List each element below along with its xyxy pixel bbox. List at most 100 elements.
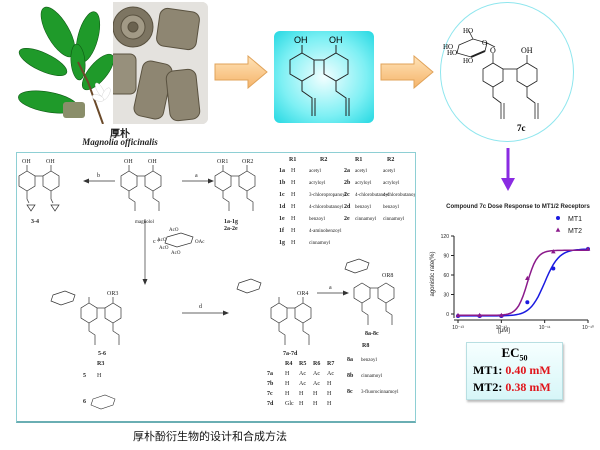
compound-id: 1g [279, 240, 285, 246]
compound-id: 8c [347, 389, 353, 395]
magnolol-label: magnolol [135, 220, 154, 225]
compound-id: 7b [267, 381, 274, 387]
series-line-mt1 [458, 248, 588, 317]
substituent-value: Glc [285, 401, 294, 407]
substituent-value: Ac [299, 371, 306, 377]
compound-label: 7c [517, 123, 526, 133]
substituent-structure: 3-fluorocinnamoyl [361, 390, 399, 395]
legend-marker [555, 227, 561, 232]
data-point-mt1 [551, 266, 556, 271]
substituent-structure: benzoyl [355, 205, 371, 210]
plant-latin-name: Magnolia officinalis [82, 137, 158, 147]
data-point-mt2 [585, 246, 591, 251]
synthesis-scheme-panel: OH OH OH OH OR1 OR2 b a 3-4 magnolol 1a-… [16, 152, 418, 423]
compound-id: 2c [344, 192, 350, 198]
compound-id: 1e [279, 216, 285, 222]
compound-id: 7a [267, 371, 273, 377]
compound-label: 3-4 [31, 219, 39, 225]
substituent-structure: benzoyl [383, 205, 399, 210]
compound-id: 1b [279, 180, 286, 186]
ec50-row-mt1: MT1: 0.40 mM [473, 363, 551, 378]
table-header: R6 [313, 361, 320, 367]
substituent-value: H [291, 168, 296, 174]
substituent-structure: benzoyl [309, 217, 325, 222]
data-point-mt2 [477, 312, 482, 318]
compound-label: 7a-7d [283, 351, 298, 357]
substituent-structure: 4-chlorobutanoyl [383, 193, 415, 198]
substituent-value: Ac [299, 381, 306, 387]
magnolia-bark-image [107, 2, 208, 124]
substituent-value: H [327, 391, 332, 397]
substituent-structure: acetyl [383, 169, 396, 174]
substituent-value: H [285, 381, 290, 387]
reaction-step-a: a [195, 173, 198, 179]
substituent-structure: acetyl [309, 169, 322, 174]
substituent-value: H [299, 391, 304, 397]
substituent-structure: acryloyl [355, 181, 372, 186]
substituent-value: H [285, 371, 290, 377]
substituent-value: H [299, 401, 304, 407]
table-header: R1 [289, 157, 296, 163]
table-header: R2 [387, 157, 394, 163]
substituent-value: Ac [313, 371, 320, 377]
compound-label: 5-6 [98, 351, 106, 357]
substituent-value: H [291, 204, 296, 210]
x-tick-label: 10⁻¹¹ [539, 325, 551, 331]
or1-label: OR1 [217, 159, 228, 165]
compound-id: 8b [347, 373, 354, 379]
hydroxyl-label: OH [22, 159, 31, 165]
receptor-label: MT1: [473, 363, 506, 377]
substituent-structure: acryloyl [383, 181, 400, 186]
ec50-row-mt2: MT2: 0.38 mM [473, 380, 551, 395]
reaction-step-b: b [97, 173, 100, 179]
substituent-structure: cinnamoyl [361, 374, 383, 379]
acetoxy-label: OAc [195, 240, 205, 245]
hydroxyl-label: OH [521, 46, 533, 55]
substituent-value: H [291, 240, 296, 246]
substituent-structure: 4-chlorobutanoyl [309, 205, 344, 210]
acetoxy-label: AcO [159, 246, 169, 251]
table-header: R7 [327, 361, 334, 367]
data-point-mt2 [499, 312, 504, 318]
compound-id: 2a [344, 168, 350, 174]
substituent-value: H [327, 401, 332, 407]
x-tick-label: 10⁻¹³ [452, 325, 464, 331]
table-header: R2 [320, 157, 327, 163]
receptor-label: MT2: [473, 380, 506, 394]
substituent-structure: acetyl [355, 169, 368, 174]
ec50-title: EC50 [501, 345, 528, 363]
acetyl-glucosyl-structure [90, 394, 116, 410]
substituent-value: H [291, 228, 296, 234]
legend-marker [556, 216, 560, 220]
substituent-value: H [291, 216, 296, 222]
or2-label: OR2 [242, 159, 253, 165]
compound-id: 1f [279, 228, 285, 234]
substituent-value: H [327, 381, 332, 387]
data-point-mt2 [525, 275, 530, 281]
table-header: R4 [285, 361, 292, 367]
y-tick-label: 30 [443, 293, 449, 299]
compound-id: 7c [267, 391, 273, 397]
plant-chinese-name: 厚朴 [110, 129, 130, 140]
substituent-structure: 3-chloropropanoyl [309, 193, 347, 198]
substituent-structure: cinnamoyl [383, 217, 405, 222]
hydroxyl-label: HO [443, 43, 453, 51]
ec50-value: 0.38 mM [505, 380, 551, 394]
chart-title: Compound 7c Dose Response to MT1/2 Recep… [446, 204, 590, 210]
x-tick-label: 10⁻¹² [496, 325, 508, 331]
acetoxy-label: AcO [171, 251, 181, 256]
substituent-value: H [313, 391, 318, 397]
or3-label: OR3 [107, 291, 118, 297]
magnolia-leaf-image [18, 2, 115, 124]
substituent-value: Ac [313, 381, 320, 387]
substituent-structure: cinnamoyl [309, 241, 331, 246]
hydroxyl-label: OH [124, 159, 133, 165]
acetoxy-label: AcO [169, 228, 179, 233]
x-axis-label: [μM] [498, 328, 510, 334]
compound-id: 8a [347, 357, 353, 363]
substituent-structure: 4-chlorobutanoyl [355, 193, 390, 198]
compound-label: 2a-2e [224, 226, 238, 232]
data-point-mt2 [455, 312, 461, 318]
compound-id: 6 [83, 399, 86, 405]
dose-response-chart: Compound 7c Dose Response to MT1/2 Recep… [430, 204, 594, 334]
